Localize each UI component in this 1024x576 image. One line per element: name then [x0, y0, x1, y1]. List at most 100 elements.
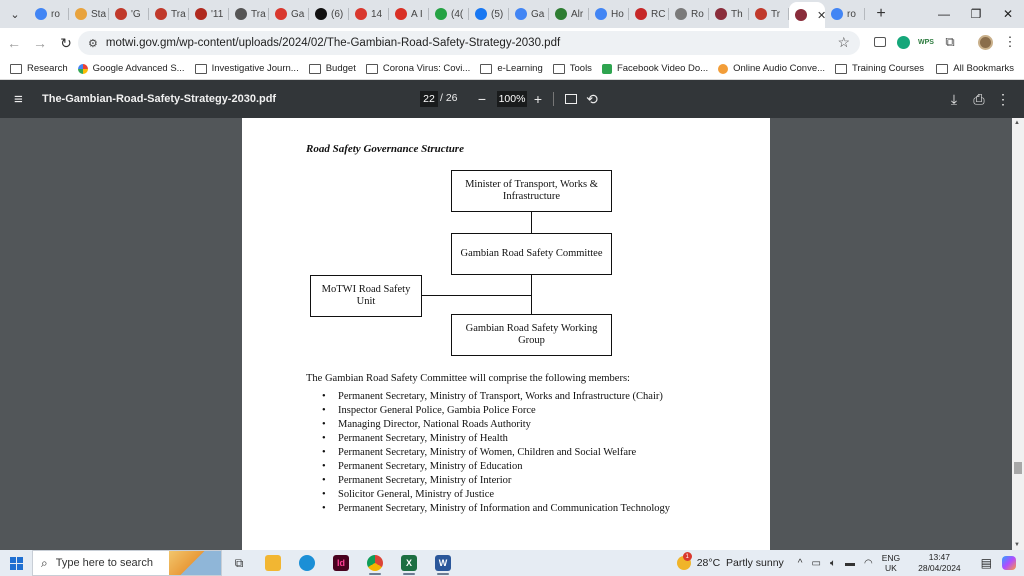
browser-tab[interactable]: Ro [669, 2, 709, 26]
fit-page-button[interactable] [562, 90, 580, 108]
browser-tab[interactable]: ro [825, 2, 865, 26]
browser-tab[interactable]: Tra [229, 2, 269, 26]
wifi-icon[interactable]: ◠ [863, 557, 873, 569]
zoom-input[interactable]: 100% [497, 91, 527, 107]
extension-icon[interactable]: WPS [918, 38, 934, 46]
notifications-icon[interactable]: ▤ [980, 556, 992, 570]
restore-button[interactable]: ❐ [970, 7, 982, 21]
chrome-button[interactable] [358, 550, 392, 576]
url-text[interactable]: motwi.gov.gm/wp-content/uploads/2024/02/… [105, 37, 561, 49]
connector-line [531, 274, 532, 315]
bookmark-item[interactable]: Facebook Video Do... [601, 63, 708, 74]
browser-tab[interactable]: (4( [429, 2, 469, 26]
page-number-input[interactable]: 22 [420, 91, 438, 107]
bookmark-item[interactable]: Research [10, 63, 68, 74]
bookmark-item[interactable]: Google Advanced S... [77, 63, 185, 74]
browser-tab[interactable]: (5) [469, 2, 509, 26]
browser-tab[interactable]: Tr [749, 2, 789, 26]
tab-search-button[interactable]: ⌄ [3, 2, 27, 26]
tab-title: Tra [171, 8, 186, 20]
display-icon[interactable]: ▭ [811, 557, 821, 569]
all-bookmarks-button[interactable]: All Bookmarks [936, 63, 1014, 74]
rotate-button[interactable]: ⟲ [583, 90, 601, 108]
forward-button[interactable]: → [28, 31, 52, 55]
profile-avatar[interactable] [975, 32, 995, 52]
news-site-icon [115, 8, 127, 20]
zoom-in-button[interactable]: + [529, 90, 547, 108]
folder-icon [365, 63, 378, 74]
pdf-icon [355, 8, 367, 20]
bookmark-item[interactable]: Training Courses [835, 63, 924, 74]
chevron-up-icon[interactable]: ^ [797, 557, 803, 569]
clock[interactable]: 13:47 28/04/2024 [918, 552, 961, 574]
copilot-icon[interactable] [1002, 556, 1016, 570]
site-info-icon[interactable]: ⚙ [88, 37, 98, 50]
volume-icon[interactable]: 🔈︎ [829, 557, 836, 569]
input-language[interactable]: ENG UK [882, 553, 900, 573]
minimize-button[interactable]: — [938, 7, 950, 21]
address-bar[interactable]: ⚙ motwi.gov.gm/wp-content/uploads/2024/0… [78, 31, 860, 55]
pdf-viewer[interactable]: Road Safety Governance Structure Ministe… [0, 118, 1024, 550]
pdf-menu-icon[interactable]: ≡ [14, 90, 23, 108]
browser-tab[interactable]: Tra [149, 2, 189, 26]
browser-tab[interactable]: Ho [589, 2, 629, 26]
download-button[interactable]: ⤓ [945, 90, 963, 108]
task-view-button[interactable]: ⧉ [222, 550, 256, 576]
more-actions-button[interactable]: ⋮ [994, 90, 1012, 108]
browser-tab[interactable]: 14 [349, 2, 389, 26]
bookmark-item[interactable]: Corona Virus: Covi... [365, 63, 470, 74]
reload-button[interactable]: ↻ [54, 31, 78, 55]
browser-tab[interactable]: RC [629, 2, 669, 26]
bookmark-label: Online Audio Conve... [733, 63, 826, 74]
cast-icon[interactable] [870, 32, 890, 52]
grammarly-extension-icon[interactable] [893, 32, 913, 52]
tab-title: ro [847, 8, 856, 20]
bookmark-item[interactable]: Investigative Journ... [194, 63, 299, 74]
scrollbar[interactable]: ▲ ▼ [1012, 118, 1024, 550]
browser-tab[interactable]: (6) [309, 2, 349, 26]
word-button[interactable]: W [426, 550, 460, 576]
edge-button[interactable] [290, 550, 324, 576]
member-list-item: Permanent Secretary, Ministry of Educati… [322, 460, 670, 474]
x-icon [315, 8, 327, 20]
close-window-button[interactable]: ✕ [1002, 7, 1014, 21]
browser-tab[interactable]: 'G [109, 2, 149, 26]
start-button[interactable] [0, 550, 32, 576]
tab-title: (5) [491, 8, 504, 20]
excel-button[interactable]: X [392, 550, 426, 576]
org-box-committee: Gambian Road Safety Committee [451, 233, 612, 275]
weather-widget[interactable]: 1 28°C Partly sunny [676, 552, 784, 570]
close-tab-icon[interactable]: ✕ [817, 9, 825, 22]
browser-tab[interactable]: Ga [509, 2, 549, 26]
browser-tab[interactable]: ro [29, 2, 69, 26]
scroll-down-icon[interactable]: ▼ [1014, 542, 1020, 548]
browser-tab-active[interactable]: ✕ [789, 2, 825, 28]
download-icon: ⤓ [950, 90, 958, 107]
indesign-button[interactable]: Id [324, 550, 358, 576]
bookmark-item[interactable]: Tools [552, 63, 592, 74]
file-explorer-button[interactable] [256, 550, 290, 576]
print-button[interactable]: ⎙ [970, 90, 988, 108]
new-tab-button[interactable]: + [869, 2, 893, 26]
browser-tab[interactable]: Alr [549, 2, 589, 26]
taskbar-search-box[interactable]: ⌕ Type here to search [32, 550, 222, 576]
browser-tab[interactable]: Th [709, 2, 749, 26]
bookmark-item[interactable]: Budget [308, 63, 356, 74]
browser-tab[interactable]: Ga [269, 2, 309, 26]
bookmark-item[interactable]: e-Learning [480, 63, 543, 74]
bookmark-item[interactable]: Online Audio Conve... [718, 63, 825, 74]
zoom-out-button[interactable]: − [473, 90, 491, 108]
clock-date: 28/04/2024 [918, 563, 961, 573]
browser-tab[interactable]: A I [389, 2, 429, 26]
bookmark-label: Research [27, 63, 68, 74]
browser-menu-icon[interactable]: ⋮ [1003, 34, 1017, 49]
browser-tab[interactable]: '11 [189, 2, 229, 26]
battery-icon[interactable]: ▬ [844, 557, 855, 569]
tab-title: Ga [291, 8, 305, 20]
extensions-puzzle-icon[interactable]: ⧉ [945, 34, 955, 49]
bookmark-star-icon[interactable]: ☆ [837, 34, 850, 50]
scroll-up-icon[interactable]: ▲ [1014, 120, 1020, 126]
browser-tab[interactable]: Sta [69, 2, 109, 26]
scrollbar-thumb[interactable] [1014, 462, 1022, 474]
back-button[interactable]: ← [2, 31, 26, 55]
